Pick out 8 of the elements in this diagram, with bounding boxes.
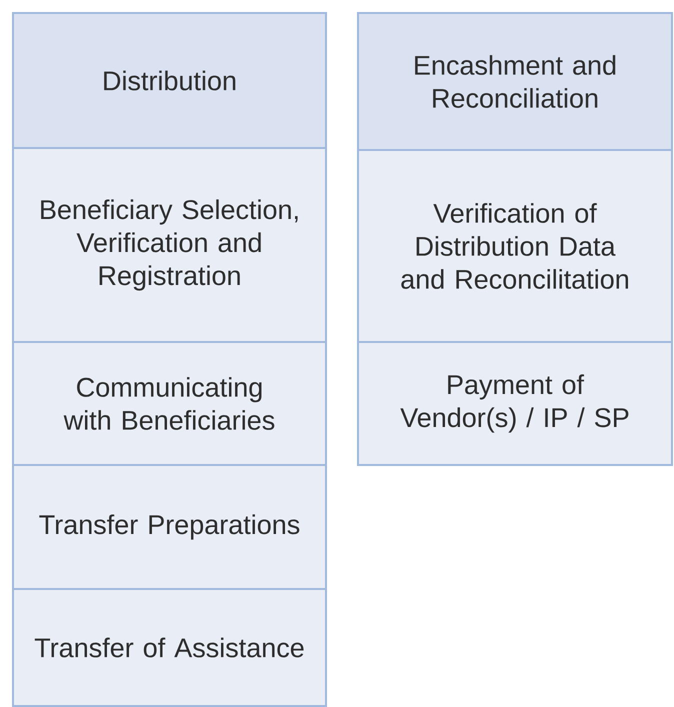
stage-box: Transfer Preparations [12,464,327,590]
stage-box: Communicating with Beneficiaries [12,341,327,466]
stage-box: Transfer of Assistance [12,588,327,707]
header-box: Encashment and Reconciliation [357,12,673,151]
stage-box: Verification of Distribution Data and Reconcilitation [357,149,673,343]
stage-box: Payment of Vendor(s) / IP / SP [357,341,673,466]
header-box: Distribution [12,12,327,149]
stage-box: Beneficiary Selection, Verification and Registration [12,147,327,343]
